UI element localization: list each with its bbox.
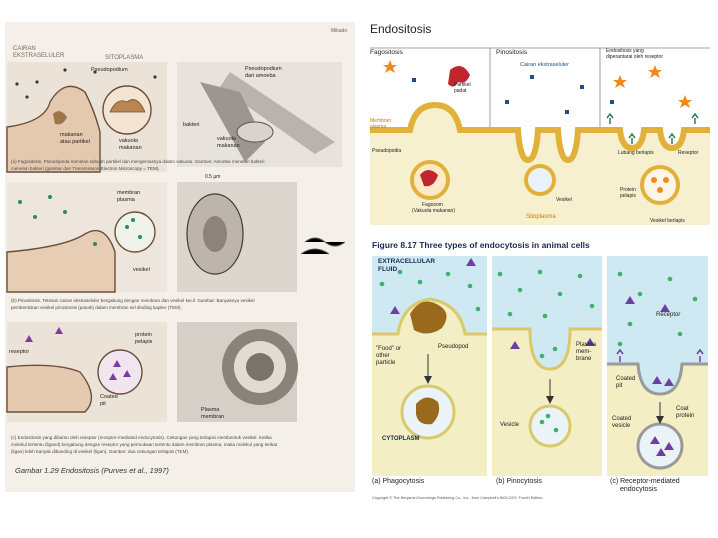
col-fagositosis: Fagositosis (370, 49, 403, 56)
label-coated-pit-1: Coated (100, 394, 118, 400)
caption-a-2: menelan bakteri (gambar dari Transmissio… (11, 166, 160, 171)
label-receptor-mediated-2: endocytosis (620, 486, 657, 493)
label-receptor: Receptor (656, 312, 681, 318)
label-pseudopodium: Pseudopodium (91, 67, 128, 73)
label-vakuola-makanan-2: makanan (217, 143, 240, 149)
label-pseudopodium-amoeba-1: Pseudopodium (245, 66, 282, 72)
label-plasma-membran-1: Plasma (201, 407, 220, 413)
label-fagosom-2: (Vakuola makanan) (412, 208, 455, 214)
sitoplasma-label: SITOPLASMA (105, 55, 144, 61)
label-partikel-1: Partikel (454, 82, 471, 88)
label-pseudopodia: Pseudopodia (372, 148, 402, 154)
label-vakuola-makanan-1: vakuola (217, 136, 236, 142)
label-pinocytosis: (b) Pinocytosis (496, 478, 542, 485)
label-food-1: "Food" or (376, 346, 401, 352)
label-cytoplasm: CYTOPLASM (382, 436, 420, 442)
cairan-label-1: CAIRAN (13, 46, 36, 52)
label-protein-pelapis-1: Protein (620, 187, 636, 193)
label-vesikel-top: Vesikel (556, 197, 572, 203)
cairan-label-2: EKSTRASELULER (13, 53, 65, 59)
left-page-illustration (5, 22, 355, 492)
label-plasma-membrane-1: Plasma (576, 342, 597, 348)
label-sitoplasma-top: Sitoplasma (526, 214, 556, 220)
label-membran-2: plasma (117, 197, 135, 203)
label-pseudopodium-amoeba-2: dari amoeba (245, 73, 276, 79)
label-makanan-2: atau partikel (60, 139, 90, 145)
caption-a-1: (a) Fagositosis. Pseudopoda menelan sebu… (11, 159, 265, 164)
label-coated-pit-1: Coated (616, 376, 636, 382)
label-plasma-membrane-2: mem- (576, 349, 592, 355)
label-partikel-2: padat (454, 88, 467, 94)
figure-caption-left: Gambar 1.29 Endositosis (Purves et al., … (15, 466, 169, 475)
label-coat-protein-1: Coat (676, 406, 689, 412)
col-pinositosis: Pinositosis (496, 49, 528, 56)
label-cairan-ekstraseluler: Cairan ekstraseluler (520, 62, 569, 68)
endositosis-illustration (370, 47, 710, 225)
col-reseptor-1: Endositosis yang (606, 48, 644, 54)
label-bakteri: bakteri (183, 122, 200, 128)
label-coated-pit-2: pit (616, 383, 623, 389)
label-extracellular-2: FLUID (378, 266, 398, 273)
label-extracellular-1: EXTRACELLULAR (378, 258, 436, 265)
caption-c-1: (c) Endositosis yang dibantu oleh resept… (11, 435, 272, 440)
campbell-figure: Figure 8.17 Three types of endocytosis i… (370, 240, 710, 505)
label-plasma-membran-2: membran (201, 414, 225, 420)
membrane-a (6, 85, 101, 173)
label-vesikel: vesikel (133, 267, 150, 273)
label-coat-protein-2: protein (676, 413, 695, 419)
label-membran-plasma-2: plasma (370, 124, 387, 130)
label-lubang-berlapis: Lubang berlapis (618, 150, 654, 156)
label-vesikel-berlapis: Vesikel berlapis (650, 218, 685, 224)
endositosis-diagram: Endositosis Fagositosis Pinositosis Endo… (370, 20, 710, 235)
caption-c-3: (ligan) lebih banyak dibanding di vesike… (11, 449, 190, 454)
caption-b-1: (b) Pinositosis. Tetesan cairan ekstrase… (11, 298, 255, 303)
label-reseptor: reseptor (9, 349, 30, 355)
label-membran-plasma-1: Membran (370, 118, 392, 124)
label-protein-1: protein (135, 332, 152, 338)
label-phagocytosis: (a) Phagocytosis (372, 478, 425, 485)
label-coated-pit-2: pit (100, 401, 106, 407)
label-vakuola-1: vakuola (119, 138, 138, 144)
scale-bar: 0.5 µm (205, 174, 221, 180)
label-plasma-membrane-3: brane (576, 356, 592, 362)
caption-c-2: molekul tertentu (ligand) bergabung deng… (11, 442, 278, 447)
label-membran-1: membran (117, 190, 141, 196)
label-coated-vesicle-1: Coated (612, 416, 632, 422)
label-pseudopod: Pseudopod (438, 344, 469, 350)
endositosis-title: Endositosis (370, 22, 432, 36)
label-fagosom-1: Fagosom (422, 202, 443, 208)
label-food-3: particle (376, 360, 396, 366)
caption-b-2: pembentukan vesikel pinositosis (panah) … (11, 305, 182, 310)
campbell-illustration (372, 256, 708, 476)
label-vesicle: Vesicle (500, 422, 520, 428)
copyright-line: Copyright © The Benjamin/Cummings Publis… (372, 496, 544, 500)
label-protein-pelapis-2: pelapis (620, 193, 636, 199)
col-reseptor-2: diperantarai oleh reseptor (606, 54, 663, 60)
corner-text: Mikado (331, 28, 348, 34)
textbook-page-left: Mikado CAIRAN EKSTRASELULER SITOPLASMA P… (5, 22, 355, 492)
label-food-2: other (376, 353, 390, 359)
label-vakuola-2: makanan (119, 145, 142, 151)
label-coated-vesicle-2: vesicle (612, 423, 631, 429)
label-receptor-mediated-1: (c) Receptor-mediated (610, 478, 680, 485)
label-makanan-1: makanan (60, 132, 83, 138)
label-reseptor-top: Reseptor (678, 150, 699, 156)
figure-heading: Figure 8.17 Three types of endocytosis i… (372, 240, 590, 250)
label-protein-2: pelapis (135, 339, 153, 345)
